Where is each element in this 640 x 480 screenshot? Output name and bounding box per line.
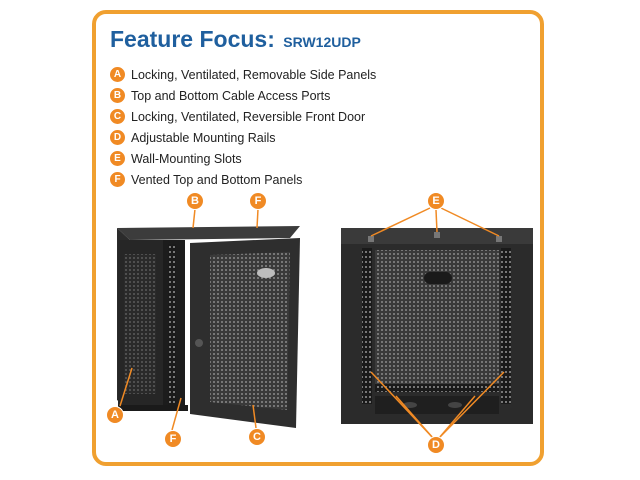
callout-f-top: F [249, 192, 267, 210]
feature-badge: F [110, 172, 125, 187]
feature-item: A Locking, Ventilated, Removable Side Pan… [110, 64, 376, 85]
callout-a: A [106, 406, 124, 424]
model-number: SRW12UDP [283, 34, 361, 50]
bottom-vent [375, 384, 499, 392]
cabinet-base [118, 405, 188, 411]
cabinet-top-panel [117, 226, 300, 240]
page-title: Feature Focus: SRW12UDP [110, 26, 361, 53]
feature-badge: A [110, 67, 125, 82]
front-door-mesh [210, 252, 290, 410]
feature-text: Vented Top and Bottom Panels [131, 172, 303, 187]
feature-text: Top and Bottom Cable Access Ports [131, 88, 331, 103]
callout-e: E [427, 192, 445, 210]
callout-f-bottom: F [164, 430, 182, 448]
feature-item: D Adjustable Mounting Rails [110, 127, 376, 148]
left-mounting-rail [362, 248, 372, 404]
wall-slot [434, 232, 440, 238]
title-text: Feature Focus: [110, 26, 275, 52]
mounting-rail [168, 244, 176, 408]
wall-slot [368, 236, 374, 242]
callout-d: D [427, 436, 445, 454]
callout-b: B [186, 192, 204, 210]
feature-text: Locking, Ventilated, Removable Side Pane… [131, 67, 377, 82]
cable-port [424, 272, 452, 284]
feature-list: A Locking, Ventilated, Removable Side Pan… [110, 64, 376, 190]
feature-badge: D [110, 130, 125, 145]
feature-text: Adjustable Mounting Rails [131, 130, 276, 145]
side-panel-vents [124, 254, 156, 394]
feature-badge: C [110, 109, 125, 124]
back-panel-mesh [375, 250, 499, 384]
feature-item: B Top and Bottom Cable Access Ports [110, 85, 376, 106]
wall-slot [496, 236, 502, 242]
cabinet-angled-view [117, 226, 300, 428]
feature-text: Wall-Mounting Slots [131, 151, 242, 166]
brand-logo [257, 268, 275, 278]
bottom-port [448, 402, 462, 408]
bottom-panel [375, 396, 499, 414]
feature-item: F Vented Top and Bottom Panels [110, 169, 376, 190]
callout-leader-lines [119, 207, 505, 439]
door-lock-icon [195, 339, 203, 347]
feature-badge: E [110, 151, 125, 166]
feature-item: E Wall-Mounting Slots [110, 148, 376, 169]
feature-item: C Locking, Ventilated, Reversible Front D… [110, 106, 376, 127]
bottom-port [403, 402, 417, 408]
cabinet-front-view [341, 228, 533, 424]
feature-text: Locking, Ventilated, Reversible Front Do… [131, 109, 366, 124]
right-mounting-rail [501, 248, 511, 404]
feature-badge: B [110, 88, 125, 103]
callout-c: C [248, 428, 266, 446]
